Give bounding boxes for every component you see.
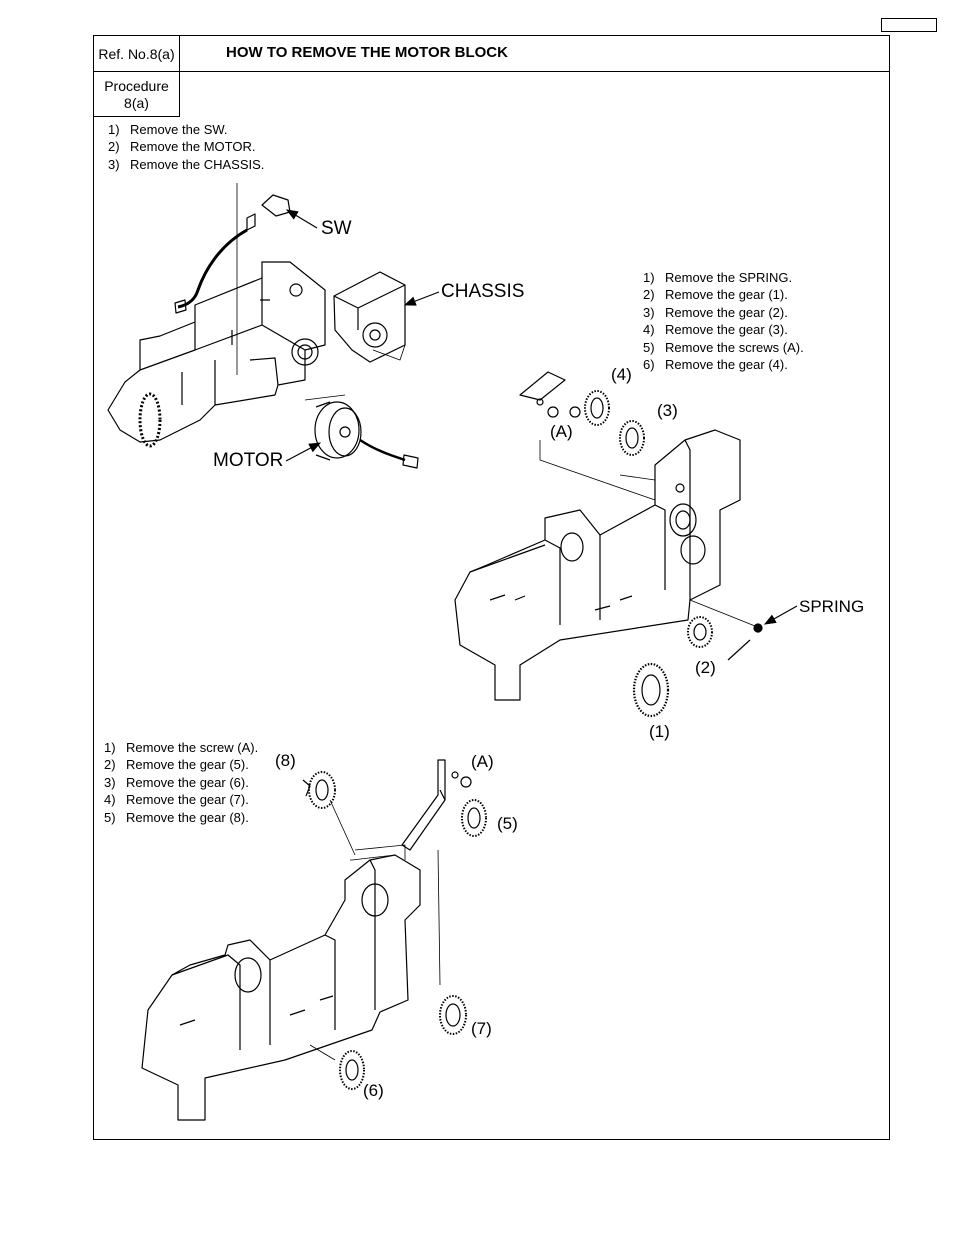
label-screw-a: (A) xyxy=(550,422,573,441)
label-gear-2: (2) xyxy=(695,658,716,677)
step-item: 2)Remove the MOTOR. xyxy=(108,139,256,155)
diagram-lever xyxy=(401,759,472,986)
step-item: 2)Remove the gear (1). xyxy=(643,287,788,303)
step-item: 3)Remove the gear (2). xyxy=(643,304,788,320)
step-item: 2)Remove the gear (5). xyxy=(104,757,249,773)
label-gear-7: (7) xyxy=(471,1019,492,1038)
sw-leader xyxy=(285,209,318,229)
step-list-3: 1)Remove the screw (A). 2)Remove the gea… xyxy=(104,739,258,826)
diagram-chassis xyxy=(333,271,406,363)
step-item: 5)Remove the screws (A). xyxy=(643,339,804,355)
step-item: 3)Remove the CHASSIS. xyxy=(108,156,265,172)
chassis-leader xyxy=(403,291,440,306)
procedure-cell: Procedure 8(a) xyxy=(93,71,180,117)
step-item: 4)Remove the gear (3). xyxy=(643,322,788,338)
title-row xyxy=(179,35,890,72)
step-item: 1)Remove the SW. xyxy=(108,122,228,137)
page-number-box xyxy=(881,18,937,32)
step-list-1: 1)Remove the SW. 2)Remove the MOTOR. 3)R… xyxy=(108,121,264,173)
step-item: 5)Remove the gear (8). xyxy=(104,809,249,825)
label-gear-6: (6) xyxy=(363,1081,384,1100)
diagram-gears-lower xyxy=(632,616,763,718)
diagram-frame-gears xyxy=(141,844,421,1121)
label-spring: SPRING xyxy=(799,597,865,616)
diagram-motor-block xyxy=(454,429,761,701)
procedure-number: 8(a) xyxy=(124,95,149,111)
step-item: 1)Remove the SPRING. xyxy=(643,270,793,285)
diagram-motor xyxy=(304,394,419,469)
step-item: 1)Remove the screw (A). xyxy=(104,740,259,755)
spring-leader xyxy=(763,605,798,625)
step-item: 6)Remove the gear (4). xyxy=(643,356,788,372)
page-title: HOW TO REMOVE THE MOTOR BLOCK xyxy=(226,44,508,61)
label-gear-5: (5) xyxy=(497,814,518,833)
label-motor: MOTOR xyxy=(213,450,284,471)
procedure-label: Procedure xyxy=(104,78,169,94)
label-gear-8: (8) xyxy=(275,751,296,770)
diagram-switch xyxy=(174,194,291,314)
label-gear-3: (3) xyxy=(657,401,678,420)
diagram-gears-5-8 xyxy=(302,771,487,1090)
step-item: 4)Remove the gear (7). xyxy=(104,792,249,808)
label-gear-1: (1) xyxy=(649,722,670,741)
label-screw-a-lower: (A) xyxy=(471,752,494,771)
step-item: 3)Remove the gear (6). xyxy=(104,774,249,790)
diagram-frame-assembly xyxy=(107,183,326,448)
label-chassis: CHASSIS xyxy=(441,281,525,302)
label-sw: SW xyxy=(321,218,352,239)
motor-leader xyxy=(285,442,322,462)
label-gear-4: (4) xyxy=(611,365,632,384)
diagram-gears-upper xyxy=(519,371,645,456)
step-list-2: 1)Remove the SPRING. 2)Remove the gear (… xyxy=(643,269,804,373)
